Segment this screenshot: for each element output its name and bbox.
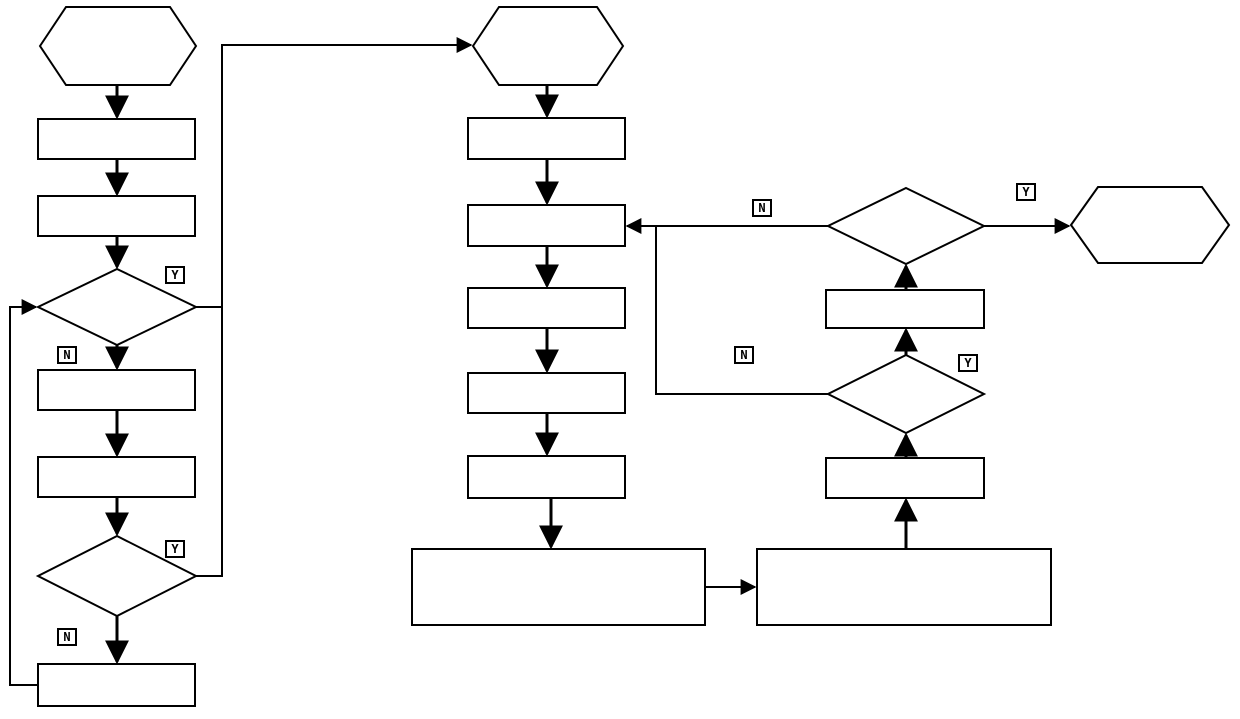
bp-input-samples-label (470, 207, 623, 244)
bp-no-tag-error: N (752, 199, 772, 217)
ga-init-population-label (40, 121, 193, 157)
bp-yes-tag-error: Y (1016, 183, 1036, 201)
bp-adjust-input-hidden-label (759, 551, 1049, 623)
ga-threshold-label-1 (62, 288, 172, 326)
bp-error-threshold-label (852, 207, 960, 245)
bp-end-label (1098, 206, 1202, 244)
ga-no-tag-2: N (57, 628, 77, 646)
ga-threshold-label-2 (62, 556, 172, 596)
ga-mutation-label (40, 666, 193, 704)
ga-selection-crossover-label (40, 372, 193, 408)
bp-init-weights-label (470, 120, 623, 157)
ga-yes-tag-1: Y (165, 266, 185, 284)
ga-yes-tag-2: Y (165, 540, 185, 558)
bp-yes-tag-patterns: Y (958, 354, 978, 372)
ga-start-label (66, 27, 170, 65)
bp-update-count-label (828, 292, 982, 326)
bp-start-label (499, 27, 597, 65)
arrow-ga-to-bp-start (196, 45, 471, 307)
ga-fitness-label-1 (40, 198, 193, 234)
arrow-bp-patterns-no-loop (656, 226, 828, 394)
bp-hidden-output-label (470, 290, 623, 326)
arrow-ga-check-2-yes (196, 307, 222, 576)
bp-output-layer-label (470, 375, 623, 411)
ga-no-tag-1: N (57, 346, 77, 364)
bp-adjust-hidden-output-label (414, 551, 703, 623)
bp-update-pattern-label (828, 460, 982, 496)
bp-patterns-trained-label (852, 375, 960, 413)
ga-fitness-label-2 (40, 459, 193, 495)
bp-output-error-label (470, 458, 623, 496)
bp-no-tag-patterns: N (734, 346, 754, 364)
arrow-ga-mutation-loop (10, 307, 38, 685)
